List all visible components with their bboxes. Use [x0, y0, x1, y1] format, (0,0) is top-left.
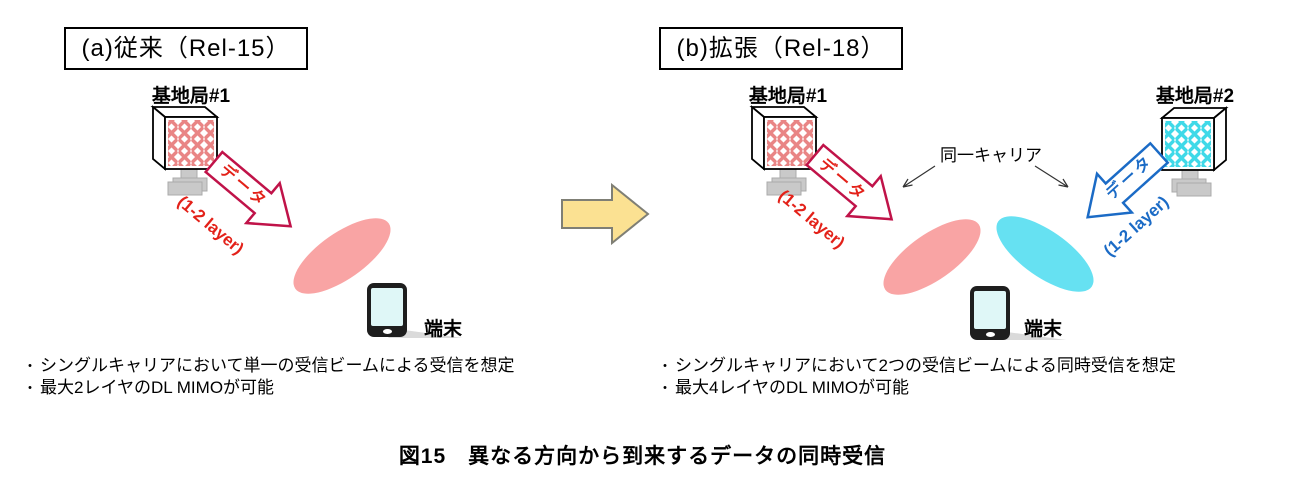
- same-carrier-pointer-arrows: [902, 165, 1069, 188]
- bullet-dot: ・: [23, 380, 37, 396]
- panel-a-base-station-label: 基地局#1: [151, 86, 231, 107]
- panel-b-title: (b)拡張（Rel-18）: [676, 35, 886, 62]
- terminal-label-b: 端末: [1024, 319, 1063, 340]
- data-arrow-blue-icon: [1086, 141, 1170, 219]
- smartphone-b-home-button: [985, 332, 995, 337]
- panel-a-bullets: ・ シングルキャリアにおいて単一の受信ビームによる受信を想定 ・ 最大2レイヤの…: [20, 355, 640, 399]
- smartphone-a-icon: [367, 283, 407, 337]
- panel-b-bullet-2: ・ 最大4レイヤのDL MIMOが可能: [655, 377, 1295, 399]
- panel-b-base-station2-label: 基地局#2: [1155, 86, 1235, 107]
- panel-b-bullet-1: ・ シングルキャリアにおいて2つの受信ビームによる同時受信を想定: [655, 355, 1295, 377]
- transition-arrow-icon: [561, 183, 650, 246]
- bullet-dot: ・: [658, 358, 672, 374]
- panel-a-title: (a)従来（Rel-15）: [81, 35, 291, 62]
- smartphone-a-screen: [371, 288, 403, 326]
- panel-b-bullets: ・ シングルキャリアにおいて2つの受信ビームによる同時受信を想定 ・ 最大4レイ…: [655, 355, 1295, 399]
- panel-a-bullet-2: ・ 最大2レイヤのDL MIMOが可能: [20, 377, 640, 399]
- smartphone-a-home-button: [382, 329, 392, 334]
- panel-b-base-station1-label: 基地局#1: [748, 86, 828, 107]
- panel-b-title-box: (b)拡張（Rel-18）: [659, 27, 903, 70]
- smartphone-b-screen: [974, 291, 1006, 329]
- bullet-dot: ・: [658, 380, 672, 396]
- same-carrier-label: 同一キャリア: [940, 146, 1042, 165]
- base-station-1b-icon: [749, 105, 819, 196]
- panel-a-bullet-2-text: 最大2レイヤのDL MIMOが可能: [40, 378, 275, 397]
- panel-b-bullet-1-text: シングルキャリアにおいて2つの受信ビームによる同時受信を想定: [675, 356, 1176, 375]
- panel-a-title-box: (a)従来（Rel-15）: [64, 27, 308, 70]
- figure-caption: 図15 異なる方向から到来するデータの同時受信: [398, 445, 887, 468]
- data-arrow-red-a-icon: [203, 150, 293, 228]
- panel-a-bullet-1: ・ シングルキャリアにおいて単一の受信ビームによる受信を想定: [20, 355, 640, 377]
- base-station-1a-icon: [150, 105, 220, 196]
- smartphone-b-icon: [970, 286, 1010, 340]
- panel-b-bullet-2-text: 最大4レイヤのDL MIMOが可能: [675, 378, 910, 397]
- data-arrow-red-b-icon: [804, 143, 894, 221]
- base-station-2-icon: [1159, 106, 1229, 197]
- bullet-dot: ・: [23, 358, 37, 374]
- panel-a-bullet-1-text: シングルキャリアにおいて単一の受信ビームによる受信を想定: [40, 356, 515, 375]
- terminal-label-a: 端末: [424, 319, 463, 340]
